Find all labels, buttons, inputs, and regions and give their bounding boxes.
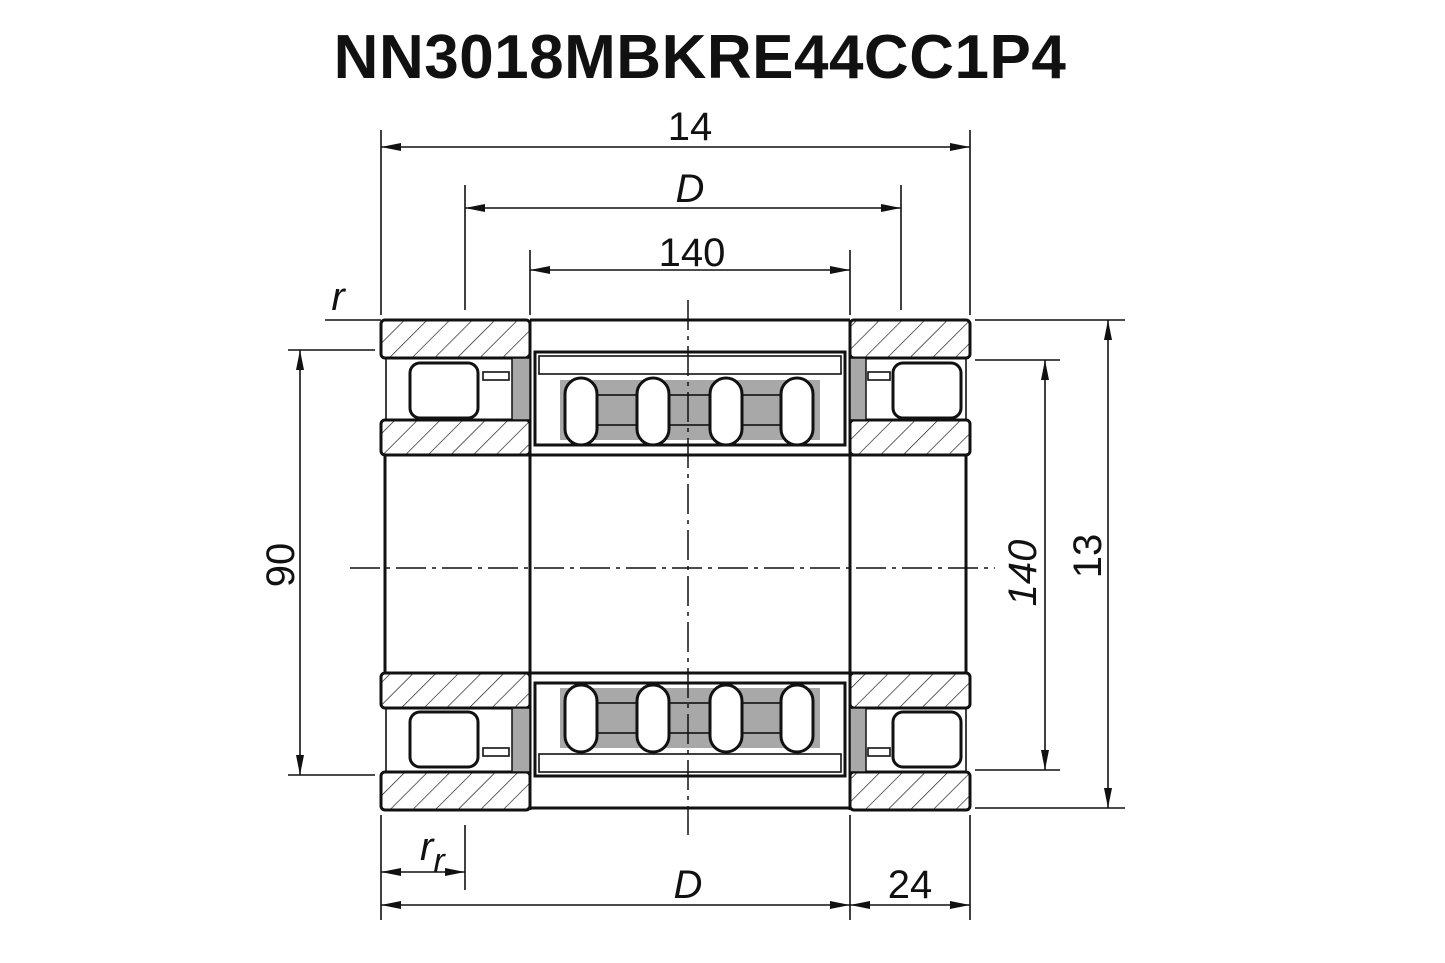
- dim-rr-sub: r: [433, 842, 446, 880]
- dim-rr: rr: [420, 825, 446, 880]
- dim-overall-width: 14: [668, 105, 713, 149]
- dim-rr-main: r: [420, 825, 435, 869]
- dim-r: r: [331, 275, 346, 319]
- dim-top-D: D: [676, 167, 705, 211]
- dimension-lines: [296, 143, 1112, 909]
- dim-left-90: 90: [259, 543, 303, 588]
- dim-bottom-24: 24: [888, 863, 933, 907]
- side-rollers: [385, 357, 967, 773]
- dim-bottom-D: D: [674, 863, 703, 907]
- central-roller-row-bottom: [533, 681, 847, 778]
- dim-right-13: 13: [1066, 534, 1110, 579]
- central-roller-row-top: [533, 350, 847, 447]
- center-lines: [350, 300, 995, 835]
- drawing-title: NN3018MBKRE44CC1P4: [333, 23, 1067, 92]
- dim-right-140: 140: [1001, 540, 1045, 607]
- extension-lines: [288, 130, 1125, 920]
- dim-top-140: 140: [659, 231, 726, 275]
